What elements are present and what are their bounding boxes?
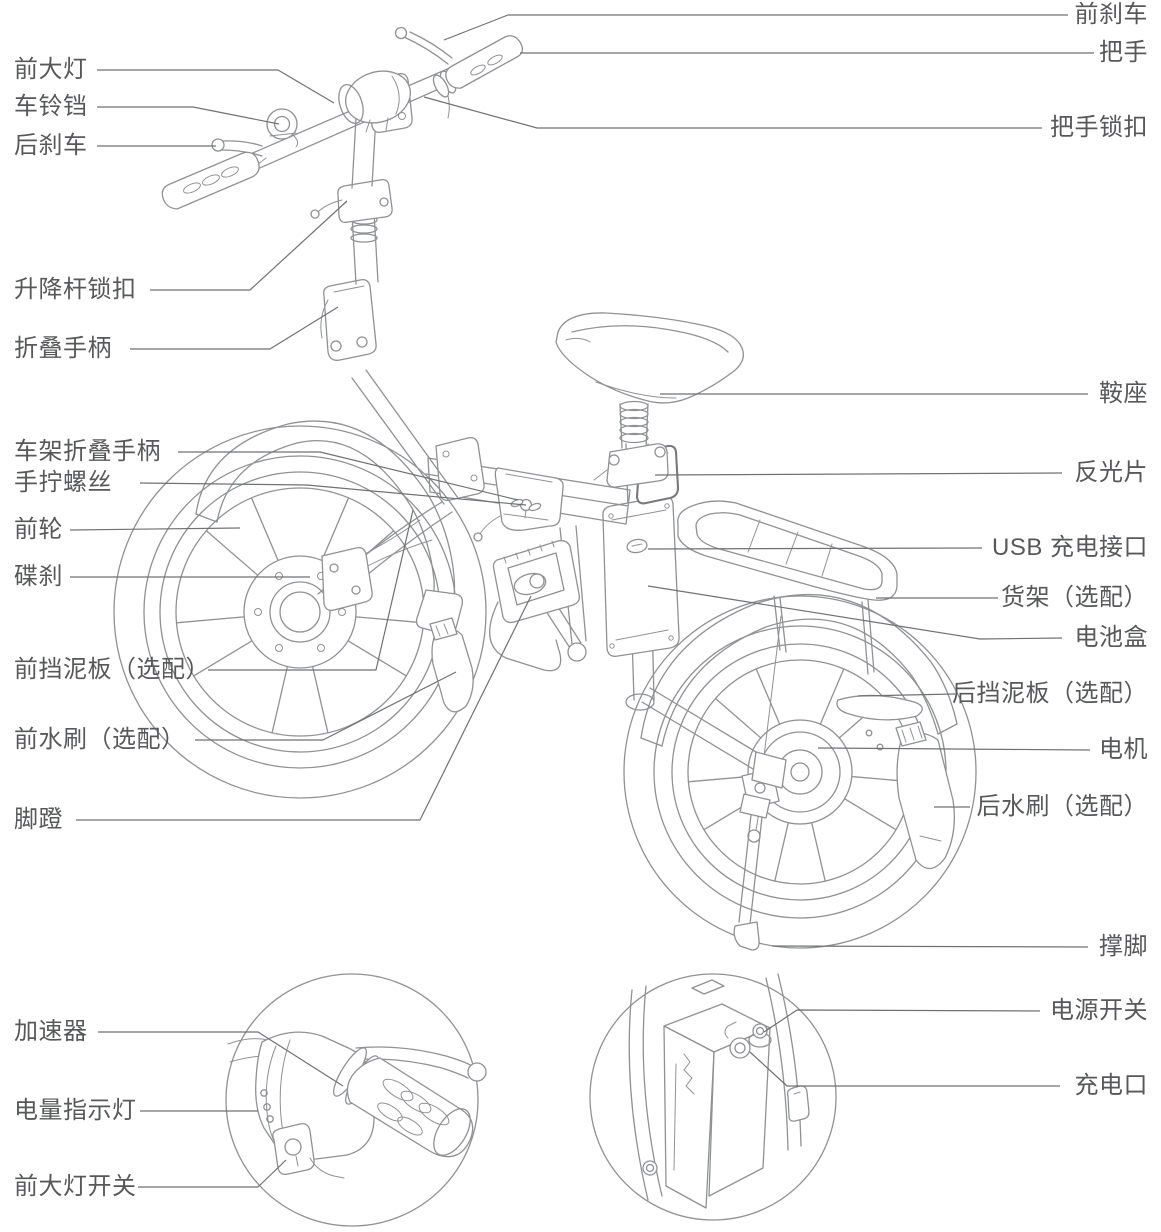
leader-line-front-headlight (97, 69, 335, 104)
seat-post-art (593, 400, 669, 488)
part-label-saddle: 鞍座 (1099, 380, 1148, 407)
headlight-switch-button (284, 1138, 302, 1156)
part-label-rear-brake-lever: 后刹车 (14, 132, 88, 159)
leader-line-folding-handle (130, 306, 339, 350)
leader-line-headlight-switch (138, 1159, 287, 1188)
kickstand-art (733, 793, 771, 951)
leader-line-motor (817, 747, 1091, 751)
leader-line-handle-lock (423, 96, 1042, 129)
leader-line-hand-screw (139, 482, 527, 506)
saddle-art (555, 312, 745, 404)
part-label-reflector: 反光片 (1074, 459, 1148, 486)
part-label-battery-indicator: 电量指示灯 (14, 1097, 137, 1124)
front-water-brush-art (429, 617, 474, 713)
charge-port-art (729, 1037, 751, 1059)
leader-line-bell (97, 106, 280, 125)
leader-line-throttle (98, 1031, 344, 1087)
part-label-lift-rod-lock: 升降杆锁扣 (14, 276, 137, 303)
leader-line-usb-port (647, 547, 983, 550)
part-label-front-headlight: 前大灯 (14, 56, 88, 83)
front-fender-art (195, 420, 464, 636)
part-label-throttle: 加速器 (14, 1018, 88, 1045)
throttle-detail-circle (225, 973, 487, 1227)
leader-line-rear-fender (857, 693, 956, 697)
part-label-headlight-switch: 前大灯开关 (14, 1173, 137, 1200)
headlight-art (345, 70, 411, 124)
battery-indicator-led (263, 1103, 271, 1111)
leader-line-reflector (654, 472, 1063, 476)
part-label-kickstand: 撑脚 (1099, 933, 1148, 960)
part-label-handle-lock: 把手锁扣 (1050, 114, 1148, 141)
part-label-handle-grip: 把手 (1099, 39, 1148, 66)
part-label-front-wheel: 前轮 (14, 516, 63, 543)
part-label-frame-folding-handle: 车架折叠手柄 (14, 438, 161, 465)
bell-art (266, 108, 298, 140)
part-label-usb-port: USB 充电接口 (991, 534, 1148, 561)
part-label-front-brake-lever: 前刹车 (1074, 1, 1148, 28)
leader-line-power-switch (763, 1009, 1041, 1033)
leader-line-front-brake-lever (443, 14, 1068, 41)
pedal-art (492, 539, 587, 662)
rack-art (677, 500, 898, 675)
part-label-rack: 货架（选配） (1001, 584, 1148, 611)
leader-line-lift-rod-lock (150, 200, 348, 291)
part-label-disc-brake: 碟刹 (14, 563, 63, 590)
leader-line-front-fender (208, 509, 414, 671)
power-charge-detail-circle (589, 973, 837, 1221)
part-label-power-switch: 电源开关 (1050, 997, 1148, 1024)
part-label-rear-water-brush: 后水刷（选配） (976, 793, 1148, 820)
leader-line-charge-port (749, 1051, 1060, 1087)
part-label-motor: 电机 (1099, 736, 1148, 763)
leader-line-frame-folding-handle (178, 451, 519, 501)
leader-line-kickstand (771, 945, 1089, 948)
battery-box-art (602, 496, 680, 657)
part-label-battery-box: 电池盒 (1074, 624, 1148, 651)
part-label-hand-screw: 手拧螺丝 (14, 469, 112, 496)
leader-line-front-wheel (69, 527, 241, 531)
part-label-charge-port: 充电口 (1074, 1072, 1148, 1099)
battery-indicator-led (260, 1089, 268, 1097)
part-label-pedal: 脚蹬 (14, 806, 63, 833)
part-label-front-fender: 前挡泥板（选配） (14, 656, 210, 683)
leader-line-pedal (76, 595, 532, 821)
handlebar-art (161, 26, 524, 210)
part-label-front-water-brush: 前水刷（选配） (14, 726, 186, 753)
part-label-bell: 车铃铛 (14, 93, 88, 120)
part-label-rear-fender: 后挡泥板（选配） (952, 680, 1148, 707)
battery-indicator-led (266, 1115, 274, 1123)
rear-fender-art (640, 593, 958, 751)
part-label-folding-handle: 折叠手柄 (14, 335, 112, 362)
leader-line-battery-box (647, 585, 1063, 640)
rear-water-brush-art (895, 721, 956, 870)
leader-line-front-water-brush (195, 671, 457, 741)
